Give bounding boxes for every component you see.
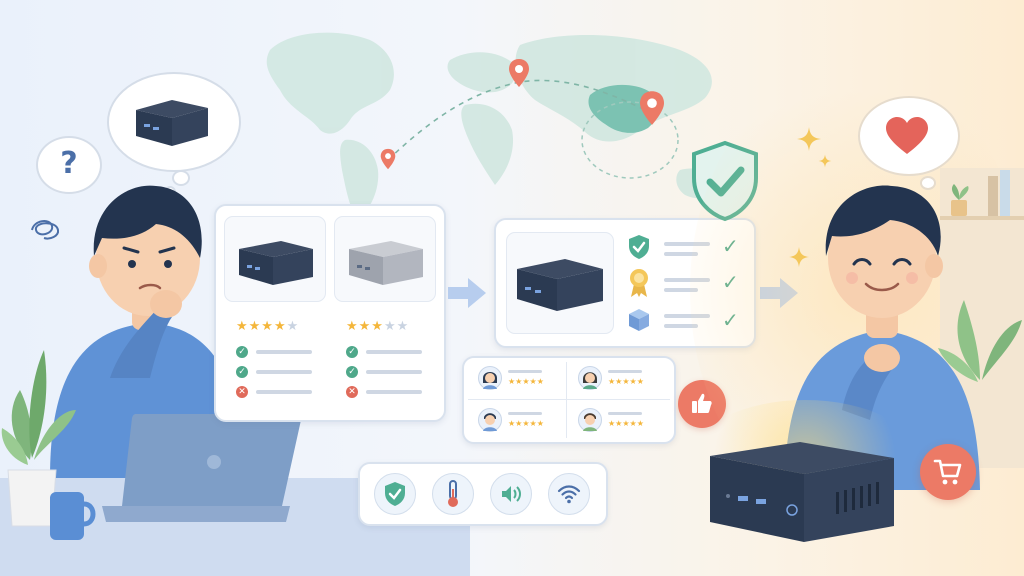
award-ribbon-icon [630,269,648,297]
mini-pc-thought-image [136,100,208,146]
check-icon: ✓ [346,366,358,378]
review-divider [468,399,670,400]
wifi-icon [557,485,581,504]
question-bubble: ? [36,136,102,194]
thought-bubble-dot [172,170,190,186]
cross-icon: ✕ [346,386,358,398]
feature-shield[interactable] [374,473,416,515]
feature-bar [358,462,608,526]
shield-check-icon [385,482,405,506]
sparkle-icon [788,246,810,268]
package-icon [629,309,649,331]
avatar [478,366,502,390]
book [988,176,998,216]
arrow-right-icon [448,278,486,308]
review-text-line [508,412,542,415]
avatar [578,366,602,390]
mini-pc-product[interactable] [704,436,900,546]
product-comparison-card: ★★★★★ ★★★★★ ✓ ✓ ✕ ✓ ✓ ✕ [214,204,446,422]
feature-wifi[interactable] [548,473,590,515]
star-rating: ★★★★★ [236,319,300,334]
map-pin-icon [640,91,664,125]
potted-plant [1,350,76,527]
check-icon: ✓ [236,366,248,378]
star-rating: ★★★★★ [346,319,410,334]
sparkle-icon [797,127,821,151]
shelf-board [940,216,1024,220]
question-icon: ? [60,146,78,181]
shield-check-icon [629,235,649,259]
feature-audio[interactable] [490,473,532,515]
spec-line [256,370,312,374]
reviews-card: ★★★★★ ★★★★★ ★★★★★ ★★★★★ [462,356,676,444]
review-divider [566,362,567,438]
cross-icon: ✕ [236,386,248,398]
spec-line [256,390,312,394]
avatar [478,408,502,432]
map-pin-icon [380,148,396,170]
review-text-line [508,370,542,373]
thought-bubble-dot [920,176,936,190]
add-to-cart-button[interactable] [920,444,976,500]
spec-line [256,350,312,354]
heart-icon [886,117,928,154]
spec-line [664,324,698,328]
check-icon: ✓ [346,346,358,358]
feature-thermal[interactable] [432,473,474,515]
coffee-mug [50,492,96,540]
avatar [578,408,602,432]
map-pin-icon [509,59,529,87]
laptop[interactable] [96,410,306,532]
product-image-panel[interactable] [224,216,326,302]
star-rating: ★★★★★ [608,377,644,386]
product-image-panel[interactable] [334,216,436,302]
star-rating: ★★★★★ [608,419,644,428]
potted-plant [938,300,1022,382]
check-icon: ✓ [236,346,248,358]
world-map [266,32,725,220]
review-text-line [608,412,642,415]
scribble-icon [31,220,60,240]
spec-line [664,278,710,282]
spec-line [366,390,422,394]
dark-mini-pc-image [517,259,603,311]
spec-line [366,370,422,374]
book [1000,170,1010,216]
star-rating: ★★★★★ [508,377,544,386]
thumbs-up-icon [692,393,712,413]
spec-line [664,252,698,256]
spec-line [366,350,422,354]
sparkle-icon [818,154,832,168]
spec-line [664,288,698,292]
spec-line [664,242,710,246]
shopping-cart-icon [933,459,962,485]
small-plant [951,184,969,216]
speaker-icon [502,486,521,502]
thermometer-icon [448,480,458,507]
silver-mini-pc-image [349,241,423,285]
star-rating: ★★★★★ [508,419,544,428]
product-image-panel[interactable] [506,232,614,334]
dark-mini-pc-image [239,241,313,285]
spec-line [664,314,710,318]
review-text-line [608,370,642,373]
